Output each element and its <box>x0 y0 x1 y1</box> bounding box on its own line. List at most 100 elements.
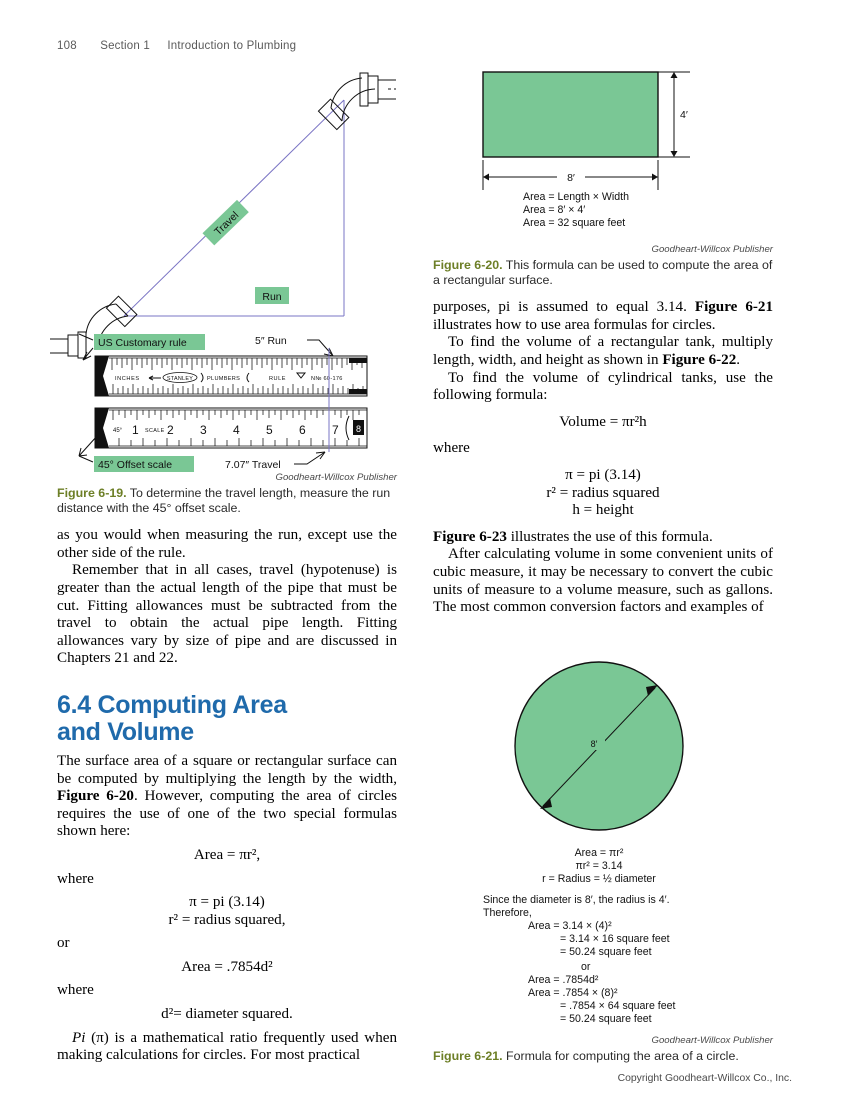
right-column: 4′ 8′ Area = Length × Width Area = 8′ × … <box>433 60 773 1063</box>
left-para-3-b: . However, computing the area of circles… <box>57 788 397 840</box>
figure-6-21-caption-text: Formula for computing the area of a circ… <box>506 1048 739 1063</box>
ruler-inches-text: INCHES <box>115 376 140 382</box>
running-head: 108 Section 1 Introduction to Plumbing <box>57 40 296 52</box>
height-dimension: 4′ <box>658 71 690 158</box>
right-where-line-2: r² = radius squared <box>546 484 660 501</box>
ruler-plumbers-text: PLUMBERS <box>207 376 240 382</box>
circle-calc-line-4: or <box>581 961 591 973</box>
circle-calc-line-8: = 50.24 square feet <box>560 1013 652 1025</box>
offset-scale-label: 45° Offset scale <box>98 459 172 471</box>
circle-area-diagram: 8′ Area = πr² πr² = 3.14 r = Radius = ½ … <box>483 660 684 958</box>
section-title: Introduction to Plumbing <box>167 40 297 52</box>
ruler-rule-text: RULE <box>269 376 286 382</box>
lower-pipe-fitting <box>50 295 138 359</box>
travel-run-diagram: Travel Run US Customary rule 5″ R <box>50 72 396 472</box>
left-para-4: Pi (π) is a mathematical ratio frequentl… <box>57 1030 397 1065</box>
height-label: 4′ <box>680 109 688 121</box>
left-para-2: Remember that in all cases, travel (hypo… <box>57 562 397 667</box>
ruler-brand-text: STANLEY <box>167 376 193 382</box>
figure-6-21-caption-label: Figure 6-21. <box>433 1048 503 1063</box>
right-para-1-b: illustrates how to use area formulas for… <box>433 316 716 333</box>
figure-6-19-credit: Goodheart-Willcox Publisher <box>275 472 398 483</box>
figure-6-19-caption-label: Figure 6-19. <box>57 486 127 500</box>
us-rule-label: US Customary rule <box>98 337 187 349</box>
offset-ruler-num-2: 2 <box>167 423 174 437</box>
left-where-1: where <box>57 870 94 887</box>
right-para-1: purposes, pi is assumed to equal 3.14. F… <box>433 299 773 334</box>
right-para-1-figref: Figure 6-21 <box>694 299 773 316</box>
circle-calc-line-5: Area = .7854d² <box>528 974 599 986</box>
section-heading-line-2: and Volume <box>57 717 194 746</box>
circle-calc-line-7: = .7854 × 64 square feet <box>560 1000 676 1012</box>
volume-formula: Volume = πr²h <box>559 413 647 430</box>
left-where-2: where <box>57 982 94 999</box>
offset-scale-word-text: SCALE <box>145 428 165 434</box>
rectangle-area-diagram: 4′ 8′ Area = Length × Width Area = 8′ × … <box>482 71 690 229</box>
travel-label-group: Travel <box>202 199 249 246</box>
us-ruler-brand-row: INCHES STANLEY PLUMBERS RULE N№ 60-176 <box>115 372 342 383</box>
figure-6-21-caption: Figure 6-21. Formula for computing the a… <box>433 1049 773 1064</box>
right-where: where <box>433 440 470 457</box>
green-rectangle <box>482 71 659 158</box>
run-measure-label: 5″ Run <box>255 335 287 347</box>
section-heading-line-1: 6.4 Computing Area <box>57 690 287 719</box>
right-where-line-1: π = pi (3.14) <box>565 466 641 483</box>
right-para-5: After calculating volume in some conveni… <box>433 546 773 616</box>
us-ruler-ticks-lower <box>109 384 367 395</box>
circle-calc-line-6: Area = .7854 × (8)² <box>528 987 618 999</box>
section-label: Section 1 <box>100 40 150 52</box>
rect-formula-line-3: Area = 32 square feet <box>523 217 625 229</box>
offset-ruler-num-3: 3 <box>200 423 207 437</box>
us-customary-ruler: INCHES STANLEY PLUMBERS RULE N№ 60-176 <box>94 355 368 397</box>
diameter-dimension: 8′ <box>540 684 658 809</box>
width-label: 8′ <box>567 172 575 184</box>
offset-ruler-bottom-ticks <box>118 438 360 446</box>
right-para-2-a: To find the volume of a rectangular tank… <box>433 334 773 368</box>
run-highlight <box>255 287 289 304</box>
travel-measure-callout: 7.07″ Travel <box>225 451 326 471</box>
figure-6-19-art: Travel Run US Customary rule 5″ R <box>50 60 397 472</box>
right-para-4: Figure 6-23 illustrates the use of this … <box>433 529 773 547</box>
left-formula-2-line-2: r² = radius squared, <box>168 911 286 928</box>
figure-6-21-credit: Goodheart-Willcox Publisher <box>651 1034 774 1046</box>
run-label-group: Run <box>255 287 289 304</box>
offset-ruler-top-ticks <box>112 410 360 420</box>
left-formula-1: Area = πr², <box>193 846 261 863</box>
right-para-2: To find the volume of a rectangular tank… <box>433 334 773 369</box>
circle-formula-head-3: r = Radius = ½ diameter <box>542 873 656 885</box>
right-para-4-figref: Figure 6-23 <box>433 528 507 545</box>
figure-6-19-caption-text: To determine the travel length, measure … <box>57 486 391 515</box>
figure-6-21-art: 8′ Area = πr² πr² = 3.14 r = Radius = ½ … <box>433 641 773 971</box>
circle-formula-head-1: Area = πr² <box>575 847 624 859</box>
figure-6-20-caption-text: This formula can be used to compute the … <box>433 258 773 287</box>
travel-highlight <box>202 199 249 246</box>
offset-scale-callout: 45° Offset scale <box>78 435 194 472</box>
circle-calc-line-1: Area = 3.14 × (4)² <box>528 920 612 932</box>
left-para-4-pi: Pi <box>72 1029 86 1046</box>
run-label: Run <box>262 291 281 303</box>
width-dimension: 8′ <box>482 160 659 190</box>
offset-ruler-num-7: 7 <box>332 423 339 437</box>
section-heading: 6.4 Computing Area and Volume <box>57 690 397 746</box>
offset-scale-ruler: 45° SCALE 1 2 3 4 5 6 7 8 <box>94 407 368 449</box>
upper-pipe-fitting <box>317 72 396 131</box>
right-para-2-figref: Figure 6-22 <box>662 351 737 368</box>
offset-ruler-num-6: 6 <box>299 423 306 437</box>
offset-scale-highlight <box>94 456 194 472</box>
figure-6-20-caption: Figure 6-20. This formula can be used to… <box>433 258 773 287</box>
left-formula-4: d²= diameter squared. <box>161 1006 293 1023</box>
left-formula-3: Area = .7854d² <box>181 958 273 975</box>
right-para-4-rest: illustrates the use of this formula. <box>506 528 713 545</box>
offset-ruler-num-5: 5 <box>266 423 273 437</box>
circle-given-line-2: Therefore, <box>483 907 532 919</box>
left-para-4-rest: (π) is a mathematical ratio frequently u… <box>57 1029 397 1064</box>
left-para-3: The surface area of a square or rectangu… <box>57 753 397 841</box>
circle-calc-continued: or Area = .7854d² Area = .7854 × (8)² = … <box>528 961 676 1025</box>
rect-formula-line-2: Area = 8′ × 4′ <box>523 204 585 216</box>
circle-formula-head-2: πr² = 3.14 <box>575 860 622 872</box>
circle-given-line-1: Since the diameter is 8′, the radius is … <box>483 894 670 906</box>
left-para-1: as you would when measuring the run, exc… <box>57 527 397 561</box>
diameter-label: 8′ <box>591 739 598 749</box>
run-measure-callout: 5″ Run <box>255 335 334 357</box>
circle-calc-line-2: = 3.14 × 16 square feet <box>560 933 670 945</box>
